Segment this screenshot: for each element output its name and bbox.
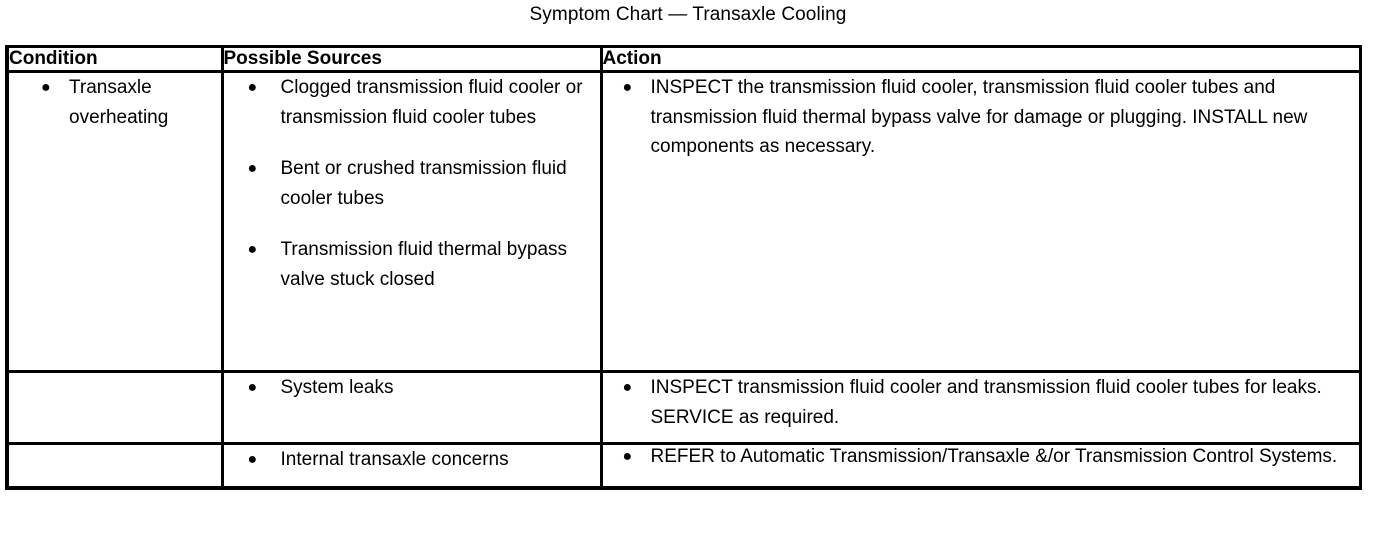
bullet-icon: ● (247, 79, 258, 96)
symptom-table: Condition Possible Sources Action ● Tran… (5, 45, 1362, 490)
cell-action: ● INSPECT transmission fluid cooler and … (601, 371, 1360, 445)
list-item: ● Clogged transmission fluid cooler or t… (224, 73, 600, 132)
bullet-icon: ● (622, 79, 633, 96)
cell-condition (7, 443, 224, 488)
action-list: ● REFER to Automatic Transmission/Transa… (603, 445, 1359, 469)
list-item: ● REFER to Automatic Transmission/Transa… (603, 445, 1359, 469)
sources-list: ● Clogged transmission fluid cooler or t… (224, 73, 600, 294)
cell-action: ● REFER to Automatic Transmission/Transa… (601, 444, 1360, 488)
list-item-label: REFER to Automatic Transmission/Transaxl… (650, 446, 1338, 467)
cell-possible-sources: ● Internal transaxle concerns (222, 443, 603, 488)
list-item: ● System leaks (224, 373, 600, 403)
list-item: ● Internal transaxle concerns (224, 445, 600, 475)
condition-list: ● Transaxle overheating (9, 73, 221, 132)
bullet-icon: ● (247, 451, 258, 468)
table-row: ● Internal transaxle concerns ● REFER to… (7, 443, 1360, 488)
action-list: ● INSPECT transmission fluid cooler and … (603, 373, 1359, 432)
action-list: ● INSPECT the transmission fluid cooler,… (603, 73, 1359, 162)
list-item-label: System leaks (280, 377, 394, 398)
cell-condition (7, 371, 224, 445)
sources-list: ● Internal transaxle concerns (224, 445, 600, 475)
column-header-action: Action (601, 46, 1360, 73)
sources-list: ● System leaks (224, 373, 600, 403)
column-header-possible-sources: Possible Sources (222, 46, 603, 73)
cell-possible-sources: ● Clogged transmission fluid cooler or t… (222, 71, 603, 373)
list-item-label: INSPECT the transmission fluid cooler, t… (650, 77, 1308, 157)
bullet-icon: ● (247, 241, 258, 258)
list-item: ● INSPECT transmission fluid cooler and … (603, 373, 1359, 432)
bullet-icon: ● (247, 160, 258, 177)
column-header-condition: Condition (7, 46, 224, 73)
cell-condition: ● Transaxle overheating (7, 71, 224, 373)
bullet-icon: ● (247, 379, 258, 396)
list-item: ● Bent or crushed transmission fluid coo… (224, 154, 600, 213)
symptom-table-container: Condition Possible Sources Action ● Tran… (5, 45, 1362, 490)
list-item: ● Transmission fluid thermal bypass valv… (224, 235, 600, 294)
bullet-icon: ● (41, 79, 51, 96)
list-item: ● Transaxle overheating (9, 73, 221, 132)
bullet-icon: ● (622, 448, 633, 465)
table-header-row: Condition Possible Sources Action (7, 46, 1360, 73)
list-item-label: Internal transaxle concerns (280, 449, 509, 470)
table-row: ● Transaxle overheating ● Clogged transm… (7, 71, 1360, 373)
cell-possible-sources: ● System leaks (222, 371, 603, 445)
list-item-label: INSPECT transmission fluid cooler and tr… (650, 377, 1322, 428)
bullet-icon: ● (622, 379, 633, 396)
list-item-label: Transmission fluid thermal bypass valve … (280, 239, 568, 290)
table-row: ● System leaks ● INSPECT transmission fl… (7, 371, 1360, 445)
list-item: ● INSPECT the transmission fluid cooler,… (603, 73, 1359, 162)
list-item-label: Bent or crushed transmission fluid coole… (280, 158, 567, 209)
cell-action: ● INSPECT the transmission fluid cooler,… (601, 71, 1360, 373)
list-item-label: Transaxle overheating (69, 77, 169, 128)
page-title: Symptom Chart — Transaxle Cooling (529, 4, 847, 25)
list-item-label: Clogged transmission fluid cooler or tra… (280, 77, 583, 128)
